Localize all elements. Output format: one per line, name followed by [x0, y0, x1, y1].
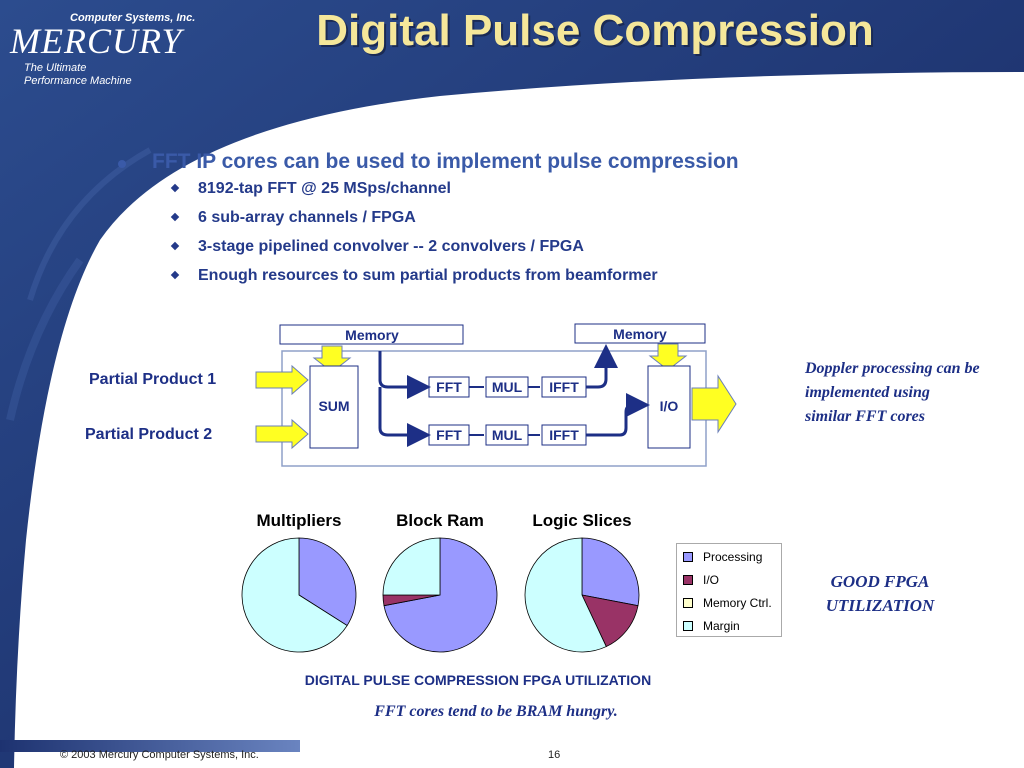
legend-box: [676, 543, 782, 637]
legend-item: Processing: [683, 549, 762, 565]
io-label: I/O: [660, 398, 679, 414]
legend-label: Processing: [703, 549, 763, 564]
memory-right-down-arrow: [648, 343, 688, 371]
bullet-sub: 3-stage pipelined convolver -- 2 convolv…: [118, 238, 898, 267]
fft-label-1: FFT: [436, 379, 462, 395]
input-arrow-1: [255, 364, 309, 396]
sum-box: [309, 365, 359, 449]
flow-ifft-2-to-io: [586, 393, 650, 437]
bullet-dot-icon: [118, 160, 126, 168]
legend-swatch-icon: [683, 597, 693, 608]
bullet-sub: 6 sub-array channels / FPGA: [118, 209, 898, 238]
bullet-list: FFT IP cores can be used to implement pu…: [118, 150, 898, 296]
legend-item: I/O: [683, 572, 719, 588]
fft-label-2: FFT: [436, 427, 462, 443]
memory-box-right: [574, 323, 706, 344]
legend-item: Memory Ctrl.: [683, 595, 772, 611]
mul-label-1: MUL: [492, 379, 523, 395]
legend-label: I/O: [703, 572, 720, 587]
bullet-sub-text: 8192-tap FFT @ 25 MSps/channel: [198, 180, 451, 197]
sum-label: SUM: [318, 398, 349, 414]
chart-title: DIGITAL PULSE COMPRESSION FPGA UTILIZATI…: [304, 672, 652, 688]
partial-product-2-label: Partial Product 2: [85, 426, 213, 443]
memory-left-label: Memory: [345, 327, 399, 343]
bullet-main-text: FFT IP cores can be used to implement pu…: [152, 150, 739, 173]
bullet-sub-text: Enough resources to sum partial products…: [198, 267, 658, 284]
footer-page-number: 16: [548, 749, 561, 761]
memory-left-down-arrow: [312, 345, 352, 373]
logo-name: MERCURY: [10, 21, 183, 61]
logo-tagline-2: Performance Machine: [24, 75, 132, 87]
memory-right-label: Memory: [613, 326, 667, 342]
chart-caption: FFT cores tend to be BRAM hungry.: [374, 703, 618, 720]
good-note-line-1: GOOD FPGA: [830, 572, 930, 591]
slide-title: Digital Pulse Compression: [316, 6, 874, 55]
pie-slice-processing: [581, 537, 640, 607]
footer-copyright: © 2003 Mercury Computer Systems, Inc.: [60, 749, 259, 761]
mul-label-2: MUL: [492, 427, 523, 443]
logo-tagline: The Ultimate Performance Machine: [24, 62, 184, 88]
pie-title: Multipliers: [256, 511, 341, 530]
pie-title: Logic Slices: [532, 511, 631, 530]
legend-label: Memory Ctrl.: [703, 595, 772, 610]
flow-sum-to-fft-2: [378, 387, 431, 447]
partial-product-1-label: Partial Product 1: [89, 371, 217, 388]
pie-slice-margin: [241, 537, 348, 653]
bullet-main: FFT IP cores can be used to implement pu…: [118, 150, 898, 180]
bullet-sub-text: 6 sub-array channels / FPGA: [198, 209, 416, 226]
good-utilization-note: GOOD FPGA UTILIZATION: [805, 570, 955, 618]
output-arrow: [691, 374, 737, 434]
flow-ifft-1-to-memory: [586, 344, 618, 389]
pie-title: Block Ram: [396, 511, 484, 530]
legend-swatch-icon: [683, 551, 693, 562]
logo-company: Computer Systems, Inc.: [70, 12, 196, 24]
bullet-sub: 8192-tap FFT @ 25 MSps/channel: [118, 180, 898, 209]
logo-tagline-1: The Ultimate: [24, 62, 87, 74]
input-arrow-2: [255, 418, 309, 450]
ifft-label-2: IFFT: [549, 427, 579, 443]
legend-swatch-icon: [683, 620, 693, 631]
flow-sum-to-fft-1: [378, 351, 431, 399]
legend-item: Margin: [683, 618, 740, 634]
pie-slice-processing: [383, 537, 498, 653]
legend-swatch-icon: [683, 574, 693, 585]
pie-slice-i-o: [581, 594, 639, 648]
pie-slice-margin: [524, 537, 607, 653]
doppler-note: Doppler processing can be implemented us…: [805, 360, 980, 425]
legend-label: Margin: [703, 618, 740, 633]
signal-flow-lines: [378, 344, 650, 447]
good-note-line-2: UTILIZATION: [825, 596, 935, 615]
pie-slice-margin: [382, 537, 441, 596]
bullet-sub: Enough resources to sum partial products…: [118, 267, 898, 296]
bullet-sub-text: 3-stage pipelined convolver -- 2 convolv…: [198, 238, 584, 255]
ifft-label-1: IFFT: [549, 379, 579, 395]
memory-box-left: [279, 324, 464, 345]
